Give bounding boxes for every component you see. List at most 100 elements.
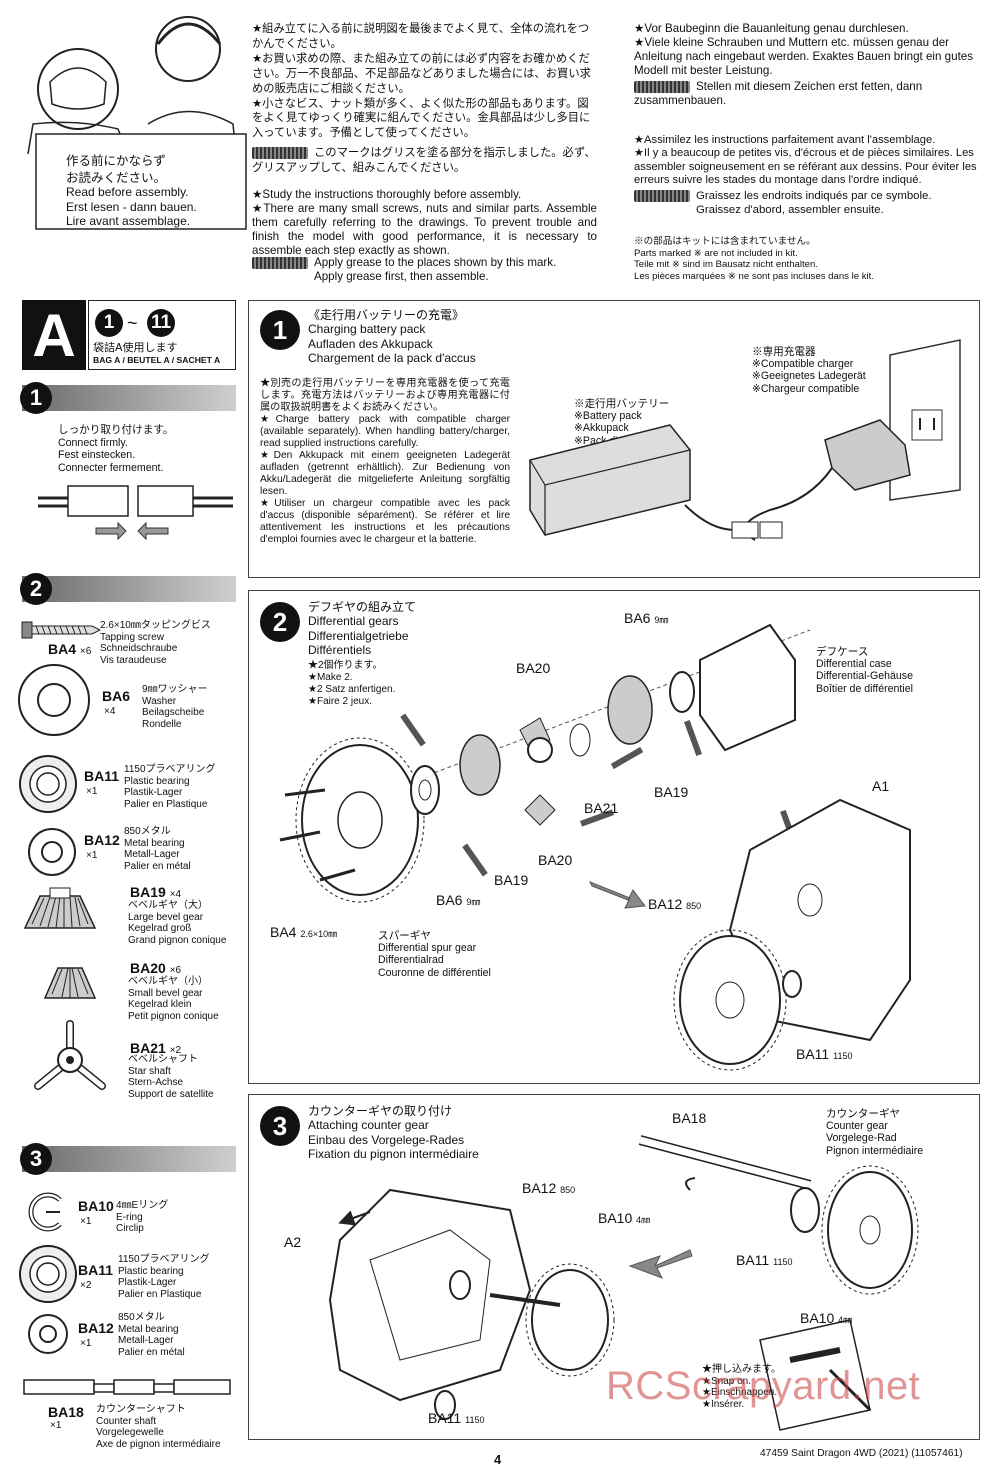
grease-icon xyxy=(252,147,308,159)
intro-jp-grease: このマークはグリスを塗る部分を指示しました。必ず、グリスアップして、組みこんでく… xyxy=(252,146,596,174)
sidebar-step1-text: しっかり取り付けます。 Connect firmly. Fest einstec… xyxy=(58,424,174,474)
part3-ba18-desc: カウンターシャフト Counter shaft Vorgelegewelle A… xyxy=(96,1404,221,1450)
star-shaft-icon xyxy=(34,1020,106,1090)
counter-shaft-icon xyxy=(23,1379,231,1395)
differential-exploded-view xyxy=(279,623,911,1071)
sidebar-step2-bar xyxy=(22,576,236,602)
grease-icon xyxy=(252,256,308,269)
label-ba12: BA12 850 xyxy=(648,896,702,912)
step1-badge: 1 xyxy=(260,310,300,350)
snap-note: ★押し込みます。 ★Snap on. ★Einschnappen. ★Insér… xyxy=(702,1364,781,1410)
part-ba12-qty: ×1 xyxy=(86,850,98,861)
connector-illustration xyxy=(38,485,233,541)
part-ba12-desc: 850メタル Metal bearing Metall-Lager Palier… xyxy=(124,826,191,872)
part3-ba11-desc: 1150プラベアリング Plastic bearing Plastik-Lage… xyxy=(118,1254,210,1300)
charger-label: ※専用充電器 ※Compatible charger ※Geeignetes L… xyxy=(752,346,866,395)
small-bevel-gear-icon xyxy=(43,967,97,999)
part-ba4-desc: 2.6×10㎜タッピングビス Tapping screw Schneidschr… xyxy=(100,620,211,666)
diff-case-label: デフケース Differential case Differential-Geh… xyxy=(816,646,913,695)
part3-ba11-code: BA11 xyxy=(78,1262,114,1278)
bag-jp: 袋詰A使用します xyxy=(93,341,178,354)
battery-charger-illustration xyxy=(529,339,961,541)
bag-info-box: 1 ~ 11 袋詰A使用します BAG A / BEUTEL A / SACHE… xyxy=(88,300,236,370)
sidebar-step3-badge: 3 xyxy=(20,1143,52,1175)
metal-bearing-icon xyxy=(28,828,76,876)
label-ba6-top: BA6 9㎜ xyxy=(624,610,669,626)
intro-de-text: ★Vor Baubeginn die Bauanleitung genau du… xyxy=(634,22,974,77)
tapping-screw-icon xyxy=(21,621,102,639)
label-ba11: BA11 1150 xyxy=(796,1046,853,1062)
part-ba11-desc: 1150プラベアリング Plastic bearing Plastik-Lage… xyxy=(124,764,216,810)
part-ba19-code: BA19 ×4 xyxy=(130,884,182,900)
part-ba11-qty: ×1 xyxy=(86,786,98,797)
intro-fr-text: ★Assimilez les instructions parfaitement… xyxy=(634,134,977,187)
part3-ba10-desc: 4㎜Eリング E-ring Circlip xyxy=(116,1200,169,1234)
range-end-badge: 11 xyxy=(147,309,175,337)
intro-en-grease: Apply grease to the places shown by this… xyxy=(252,256,597,284)
part-ba20-desc: ベベルギヤ（小） Small bevel gear Kegelrad klein… xyxy=(128,976,219,1022)
sidebar-step1-bar xyxy=(22,385,236,411)
step3-label-ba10-b: BA10 4㎜ xyxy=(800,1310,853,1326)
part3-ba18-qty: ×1 xyxy=(50,1420,62,1431)
grease-icon xyxy=(634,80,690,93)
metal-bearing-icon xyxy=(28,1314,68,1354)
part-ba20-code: BA20 ×6 xyxy=(130,960,182,976)
step3-panel xyxy=(248,1094,980,1440)
page-number: 4 xyxy=(494,1452,502,1466)
label-ba21: BA21 xyxy=(584,800,619,816)
part3-ba12-desc: 850メタル Metal bearing Metall-Lager Palier… xyxy=(118,1312,185,1358)
step2-make-note: ★2個作ります。 ★Make 2. ★2 Satz anfertigen. ★F… xyxy=(308,660,396,707)
step1-panel xyxy=(248,300,980,578)
plastic-bearing-icon xyxy=(19,755,77,813)
step3-label-ba10: BA10 4㎜ xyxy=(598,1210,651,1226)
step3-label-ba11-b: BA11 1150 xyxy=(428,1410,485,1426)
step2-badge: 2 xyxy=(260,602,300,642)
intro-en-text: ★Study the instructions thoroughly befor… xyxy=(252,188,597,257)
watermark: RCScrapyard.net xyxy=(606,1364,921,1408)
model-number: 47459 Saint Dragon 4WD (2021) (11057461) xyxy=(760,1448,963,1459)
read-before-de: Erst lesen - dann bauen. xyxy=(66,199,197,214)
part-ba21-code: BA21 ×2 xyxy=(130,1040,182,1056)
counter-gear-label: カウンターギヤ Counter gear Vorgelege-Rad Pigno… xyxy=(826,1108,924,1157)
label-ba19-b: BA19 xyxy=(494,872,529,888)
sidebar-step1-badge: 1 xyxy=(20,382,52,414)
label-ba20-b: BA20 xyxy=(538,852,573,868)
part-ba6-qty: ×4 xyxy=(104,706,116,717)
part3-ba12-code: BA12 xyxy=(78,1320,114,1336)
part-ba6-code: BA6 xyxy=(102,688,131,704)
sidebar-step2-badge: 2 xyxy=(20,573,52,605)
mechanics-illustration xyxy=(27,16,247,230)
part-ba12-code: BA12 xyxy=(84,832,120,848)
part-ba21-desc: ベベルシャフト Star shaft Stern-Achse Support d… xyxy=(128,1054,214,1100)
not-included-note: ※の部品はキットには含まれていません。 Parts marked ※ are n… xyxy=(634,236,875,282)
grease-icon xyxy=(634,190,690,202)
spur-gear-label: スパーギヤ Differential spur gear Differentia… xyxy=(378,930,491,979)
step1-title: 《走行用バッテリーの充電》 Charging battery pack Aufl… xyxy=(308,308,476,366)
step3-label-ba18: BA18 xyxy=(672,1110,707,1126)
step3-label-ba11-a: BA11 1150 xyxy=(736,1252,793,1268)
part-ba19-desc: ベベルギヤ（大） Large bevel gear Kegelrad groß … xyxy=(128,900,227,946)
read-before-list: Read before assembly. Erst lesen - dann … xyxy=(66,185,197,229)
step3-label-a2: A2 xyxy=(284,1234,302,1250)
step3-badge: 3 xyxy=(260,1106,300,1146)
step2-title: デフギヤの組み立て Differential gears Differentia… xyxy=(308,600,417,658)
e-ring-icon xyxy=(28,1192,62,1232)
range-separator: ~ xyxy=(127,313,138,333)
part3-ba10-qty: ×1 xyxy=(80,1216,92,1227)
range-start-badge: 1 xyxy=(95,309,123,337)
part3-ba11-qty: ×2 xyxy=(80,1280,92,1291)
part3-ba18-code: BA18 xyxy=(48,1404,84,1420)
bag-label: BAG A / BEUTEL A / SACHET A xyxy=(93,355,221,365)
bag-letter: A xyxy=(22,300,86,370)
part3-ba12-qty: ×1 xyxy=(80,1338,92,1349)
counter-gear-illustration xyxy=(328,1135,919,1431)
read-before-en: Read before assembly. xyxy=(66,185,189,199)
step3-label-ba12: BA12 850 xyxy=(522,1180,576,1196)
label-ba4: BA4 2.6×10㎜ xyxy=(270,924,338,940)
step3-title: カウンターギヤの取り付け Attaching counter gear Einb… xyxy=(308,1104,479,1162)
label-ba19-a: BA19 xyxy=(654,784,689,800)
washer-icon xyxy=(18,664,90,736)
read-first-jp: 作る前にかならず お読みください。 xyxy=(66,153,167,185)
sidebar-step3-bar xyxy=(22,1146,236,1172)
label-ba6-bottom: BA6 9㎜ xyxy=(436,892,481,908)
